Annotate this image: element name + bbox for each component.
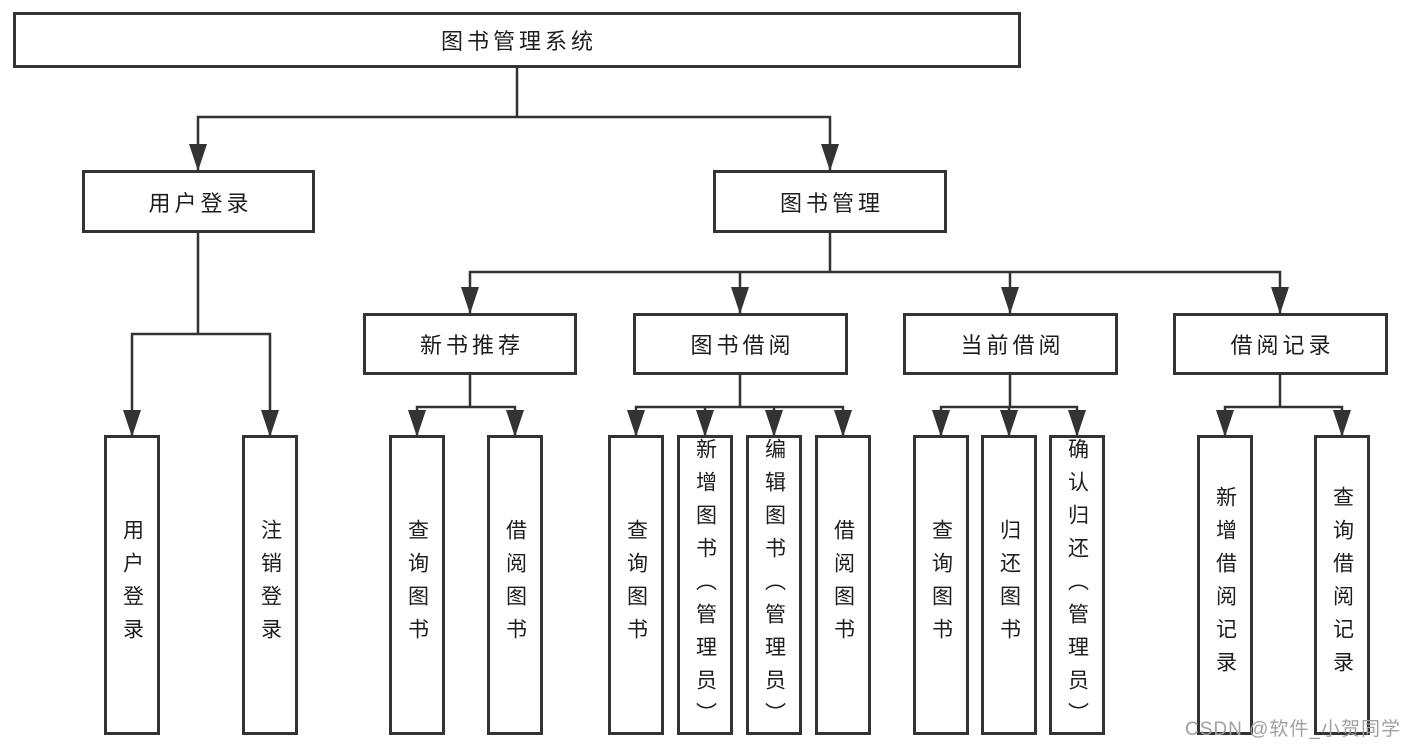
node-book-management-label: 图书管理 xyxy=(779,190,884,216)
leaf-user-login-label: 用户登录 xyxy=(120,519,144,651)
leaf-current-return-label: 归还图书 xyxy=(997,519,1021,651)
leaf-records-query-label: 查询借阅记录 xyxy=(1330,486,1354,684)
node-user-login-label: 用户登录 xyxy=(148,190,253,216)
leaf-borrow-edit-admin: 编辑图书（管理员） xyxy=(746,435,802,735)
leaf-borrow-add-admin: 新增图书（管理员） xyxy=(677,435,733,735)
leaf-borrow-query-label: 查询图书 xyxy=(624,519,648,651)
leaf-borrow-edit-admin-label: 编辑图书（管理员） xyxy=(762,438,786,735)
node-root-label: 图书管理系统 xyxy=(440,29,597,54)
leaf-borrow-query: 查询图书 xyxy=(608,435,664,735)
leaf-borrow-borrow-label: 借阅图书 xyxy=(831,519,855,651)
node-user-login: 用户登录 xyxy=(82,170,315,233)
leaf-newbooks-borrow-label: 借阅图书 xyxy=(503,519,527,651)
leaf-borrow-add-admin-label: 新增图书（管理员） xyxy=(693,438,717,735)
leaf-current-query-label: 查询图书 xyxy=(929,519,953,651)
node-borrow-records-label: 借阅记录 xyxy=(1230,333,1335,358)
leaf-user-login: 用户登录 xyxy=(104,435,160,735)
node-root: 图书管理系统 xyxy=(13,12,1021,68)
leaf-current-return: 归还图书 xyxy=(981,435,1037,735)
leaf-current-query: 查询图书 xyxy=(913,435,969,735)
node-book-management: 图书管理 xyxy=(713,170,947,233)
node-book-borrow: 图书借阅 xyxy=(633,313,848,375)
leaf-logout: 注销登录 xyxy=(242,435,298,735)
leaf-borrow-borrow: 借阅图书 xyxy=(815,435,871,735)
node-borrow-records: 借阅记录 xyxy=(1173,313,1388,375)
leaf-records-query: 查询借阅记录 xyxy=(1314,435,1370,735)
leaf-logout-label: 注销登录 xyxy=(258,519,282,651)
node-current-borrow-label: 当前借阅 xyxy=(960,333,1065,358)
leaf-records-add-label: 新增借阅记录 xyxy=(1213,486,1237,684)
node-new-book-recommend: 新书推荐 xyxy=(363,313,577,375)
arrowheads xyxy=(123,144,1351,437)
leaf-newbooks-query-label: 查询图书 xyxy=(405,519,429,651)
leaf-current-confirm-return-admin-label: 确认归还（管理员） xyxy=(1065,438,1089,735)
leaf-newbooks-borrow: 借阅图书 xyxy=(487,435,543,735)
node-current-borrow: 当前借阅 xyxy=(903,313,1118,375)
leaf-records-add: 新增借阅记录 xyxy=(1197,435,1253,735)
watermark: CSDN @软件_小贺同学 xyxy=(1185,719,1401,740)
node-book-borrow-label: 图书借阅 xyxy=(690,333,795,358)
leaf-newbooks-query: 查询图书 xyxy=(389,435,445,735)
leaf-current-confirm-return-admin: 确认归还（管理员） xyxy=(1049,435,1105,735)
node-new-book-recommend-label: 新书推荐 xyxy=(419,333,524,358)
